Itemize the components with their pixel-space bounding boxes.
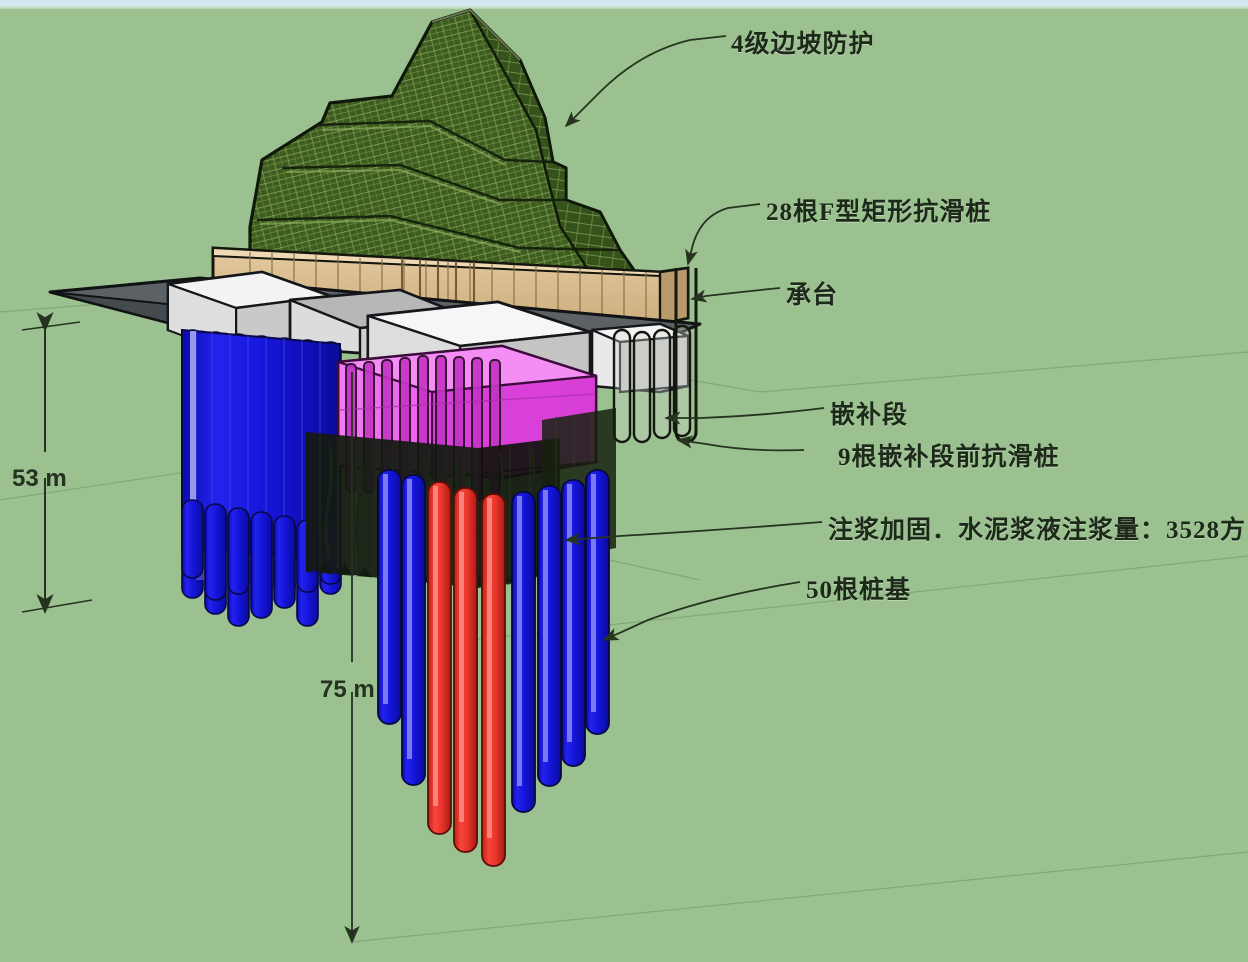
foundation-piles-red	[427, 481, 506, 867]
annotation-embedded-section: 嵌补段	[830, 402, 909, 429]
dimension-label-53m: 53 m	[12, 465, 67, 492]
annotation-slope-protection: 4级边坡防护	[731, 31, 875, 58]
annotation-anti-slide-piles: 28根F型矩形抗滑桩	[766, 199, 992, 226]
annotation-grouting: 注浆加固．水泥浆液注浆量：3528方	[828, 517, 1247, 544]
slope-protection-mass	[248, 8, 640, 284]
pile-highlights	[383, 474, 596, 838]
dimension-label-75m: 75 m	[320, 676, 375, 703]
annotation-front-anti-slide-piles: 9根嵌补段前抗滑桩	[838, 444, 1060, 471]
annotation-pile-foundation: 50根桩基	[806, 577, 912, 604]
blue-pile-mass	[181, 328, 341, 562]
annotation-pile-cap: 承台	[786, 282, 839, 309]
sky-strip	[0, 0, 1248, 9]
f-type-pile-columns-right	[612, 324, 692, 444]
leader-lines	[564, 35, 825, 641]
dimension-53m	[21, 312, 93, 614]
